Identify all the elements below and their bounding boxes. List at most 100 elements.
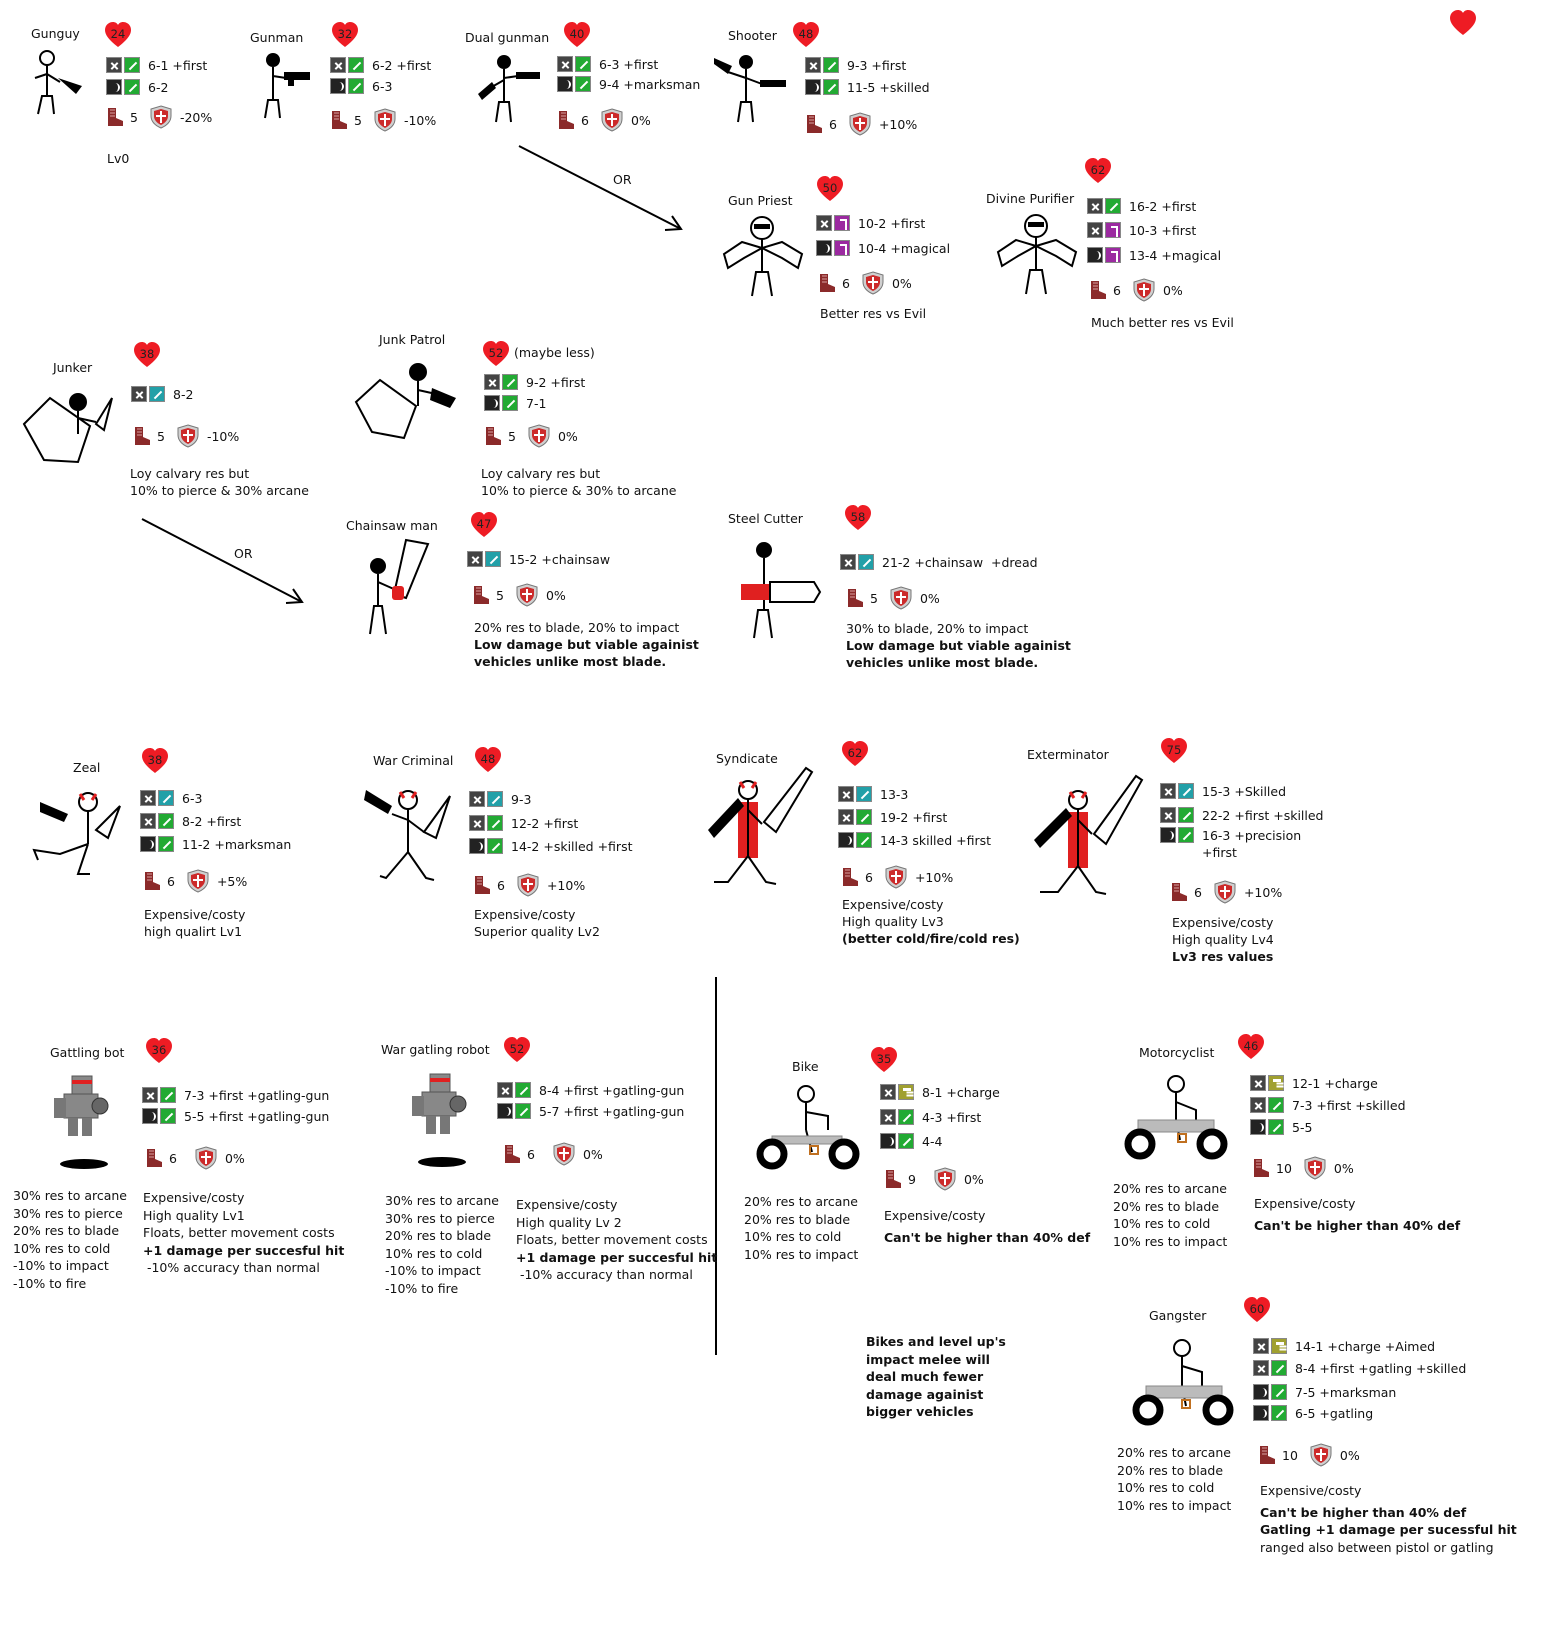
melee-icon <box>140 813 156 829</box>
res-item: 30% res to arcane <box>13 1188 127 1203</box>
res-item: 30% res to pierce <box>385 1210 495 1226</box>
res-item: 20% res to arcane <box>744 1194 858 1209</box>
melee-icon <box>1253 1360 1269 1376</box>
shield-icon <box>374 108 396 132</box>
res-item: 10% res to impact <box>744 1246 859 1262</box>
attack-row: 4-3 +first <box>880 1107 981 1127</box>
hp-heart-icon: 62 <box>841 740 869 768</box>
shield-icon <box>517 873 539 897</box>
hp-value: 46 <box>1243 1039 1259 1053</box>
melee-icon <box>467 551 483 567</box>
hp-value: 60 <box>1249 1302 1265 1316</box>
attack-row: 14-2 +skilled +first <box>469 836 632 856</box>
attack-row: 10-4 +magical <box>816 238 950 258</box>
hp-value: 52 <box>488 346 504 360</box>
pierce-icon <box>575 56 591 72</box>
hp-heart-icon: 48 <box>792 21 820 49</box>
hp-heart-icon: 38 <box>133 341 161 369</box>
pierce-icon <box>160 1108 176 1124</box>
unit-note: 10% to pierce & 30% to arcane <box>481 483 677 498</box>
note-list: Expensive/costy Can't be higher than 40%… <box>1254 1195 1460 1234</box>
unit-name: Zeal <box>73 760 101 775</box>
res-item: 20% res to arcane <box>1117 1445 1231 1460</box>
boot-icon <box>473 875 491 895</box>
ranged-icon <box>816 240 832 256</box>
attack-row: 7-5 +marksman <box>1253 1382 1396 1402</box>
res-item: 20% res to arcane <box>1113 1181 1227 1196</box>
pierce-icon <box>1271 1384 1287 1400</box>
res-item: -10% to fire <box>385 1280 459 1296</box>
attack-row: 7-3 +first +skilled <box>1250 1095 1406 1115</box>
pierce-icon <box>898 1109 914 1125</box>
attack-row: 9-3 <box>469 789 531 809</box>
hp-value: 40 <box>569 27 585 41</box>
hp-heart-icon: 32 <box>331 21 359 49</box>
unit-name: Motorcyclist <box>1139 1045 1215 1060</box>
res-item: 10% res to cold <box>1113 1216 1211 1231</box>
zeal-figure-icon <box>32 792 121 875</box>
attack-row: 14-3 skilled +first <box>838 830 991 850</box>
branch-label: OR <box>234 546 253 561</box>
stat-row: 5-20% <box>106 104 212 130</box>
hp-value: 38 <box>147 753 163 767</box>
gun-priest-figure-icon <box>722 216 804 297</box>
arcane-icon <box>834 215 850 231</box>
blade-icon <box>856 786 872 802</box>
attack-row: 9-4 +marksman <box>557 74 700 94</box>
attack-row: 6-2 +first <box>330 55 431 75</box>
boot-icon <box>330 110 348 130</box>
melee-icon <box>557 56 573 72</box>
hp-value: 38 <box>139 347 155 361</box>
note-list: Expensive/costy High quality Lv 2 Floats… <box>516 1196 717 1284</box>
unit-note: Expensive/costy <box>143 1190 245 1205</box>
ranged-icon <box>469 838 485 854</box>
unit-note: Expensive/costy <box>884 1208 986 1223</box>
corner-heart-icon <box>1449 9 1477 37</box>
unit-name: War gatling robot <box>381 1042 490 1057</box>
attack-row: 4-4 <box>880 1131 942 1151</box>
ranged-icon <box>484 395 500 411</box>
attack-row: 8-2 <box>131 384 193 404</box>
blade-icon <box>149 386 165 402</box>
hp-heart-icon: 60 <box>1243 1296 1271 1324</box>
shield-icon <box>177 424 199 448</box>
attack-row: 9-3 +first <box>805 55 906 75</box>
chainsaw-man-figure-icon <box>369 538 430 635</box>
blade-icon <box>158 790 174 806</box>
melee-icon <box>497 1082 513 1098</box>
melee-icon <box>484 374 500 390</box>
shield-icon <box>601 108 623 132</box>
attack-row: 22-2 +first +skilled <box>1160 805 1323 825</box>
hp-heart-icon: 50 <box>816 175 844 203</box>
boot-icon <box>805 114 823 134</box>
shield-icon <box>1133 278 1155 302</box>
shield-icon <box>885 865 907 889</box>
attack-row: 16-2 +first <box>1087 196 1196 216</box>
pierce-icon <box>158 813 174 829</box>
shooter-figure-icon <box>714 55 786 123</box>
unit-note: Expensive/costy <box>1172 915 1274 930</box>
pierce-icon <box>502 395 518 411</box>
pierce-icon <box>1268 1119 1284 1135</box>
pierce-icon <box>124 57 140 73</box>
melee-icon <box>131 386 147 402</box>
arcane-icon <box>1105 247 1121 263</box>
hp-value: 62 <box>1090 163 1106 177</box>
gunguy-figure-icon <box>34 50 82 115</box>
unit-name: Steel Cutter <box>728 511 803 526</box>
bike-note-line: deal much fewer <box>866 1369 984 1384</box>
ranged-icon <box>106 79 122 95</box>
ranged-icon <box>1253 1384 1269 1400</box>
hp-value: 48 <box>798 27 814 41</box>
shield-icon <box>934 1167 956 1191</box>
unit-note: High quality Lv1 <box>143 1207 245 1223</box>
shield-icon <box>849 112 871 136</box>
attack-row: 10-3 +first <box>1087 220 1196 240</box>
ranged-icon <box>142 1108 158 1124</box>
boot-icon <box>1252 1158 1270 1178</box>
melee-icon <box>816 215 832 231</box>
unit-note: Low damage but viable againist <box>474 637 699 652</box>
unit-note: Loy calvary res but <box>481 466 601 481</box>
